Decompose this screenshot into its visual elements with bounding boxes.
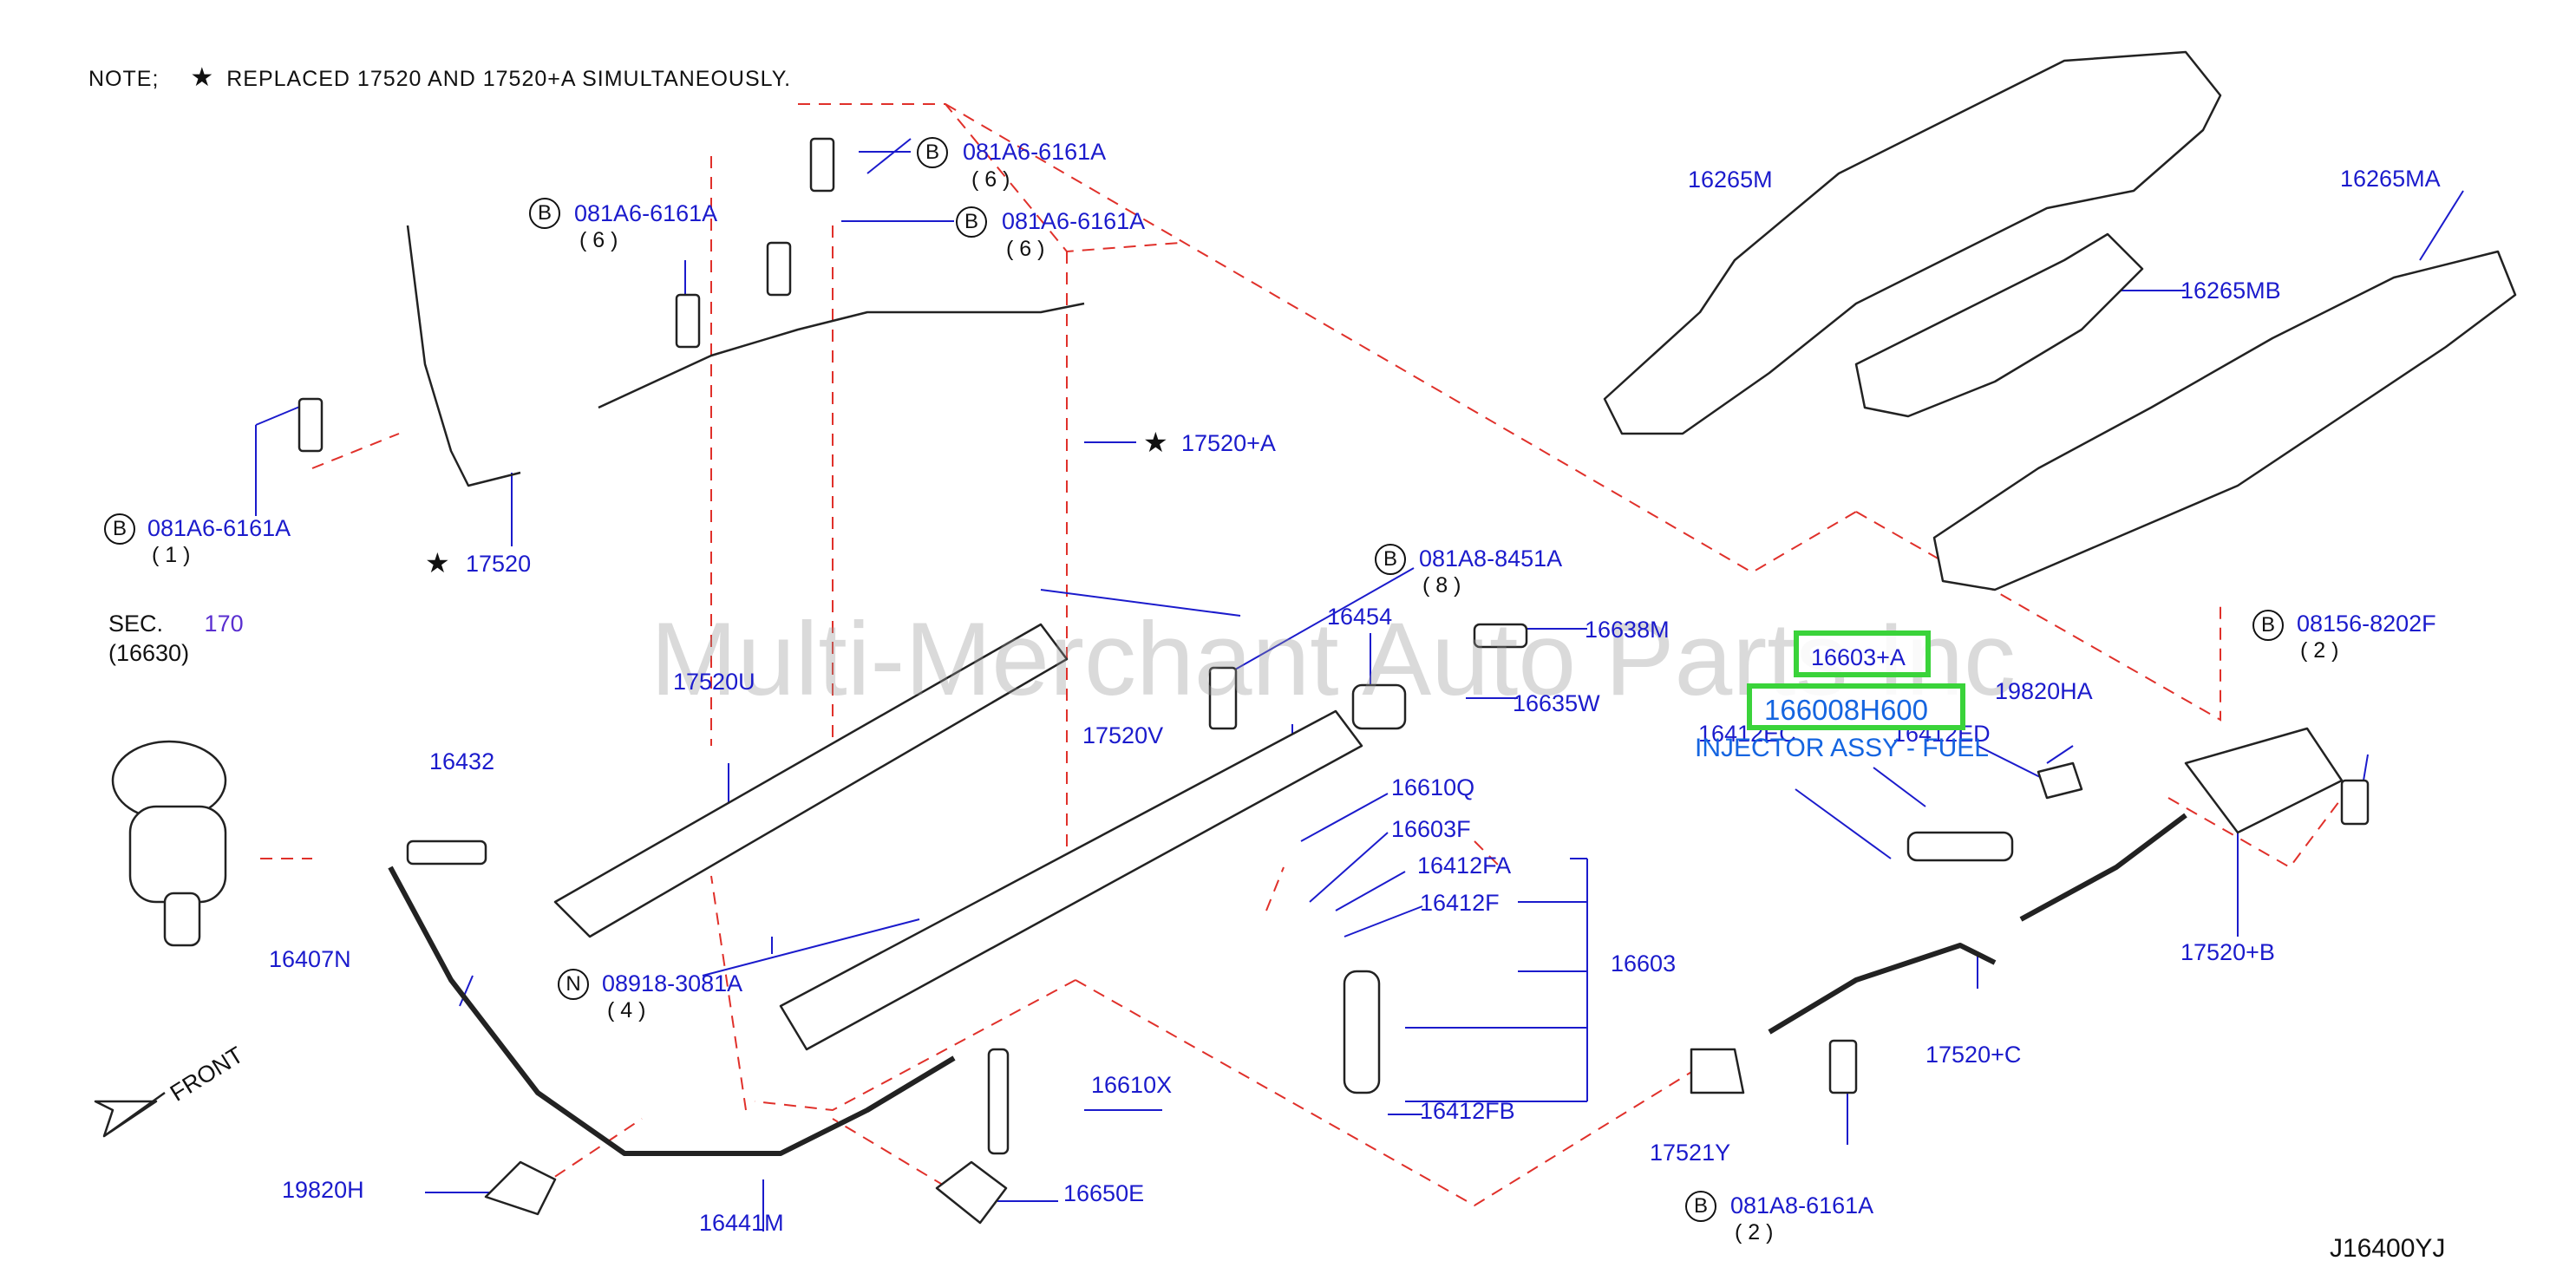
callout-part-b-middle[interactable]: 081A8-8451A <box>1419 546 1563 572</box>
bolt-16432 <box>406 839 487 866</box>
fuel-tube-17520b <box>2019 813 2187 922</box>
sensor-16638m <box>1473 623 1528 649</box>
callout-badge-b-right: B <box>2252 610 2284 641</box>
callout-part-b-bottom[interactable]: 081A8-6161A <box>1730 1192 1874 1218</box>
callout-part-b-top-center[interactable]: 081A6-6161A <box>963 139 1107 165</box>
fuel-hose-16441m <box>388 866 956 1156</box>
seal-16454 <box>1351 683 1407 730</box>
fuel-injector-166008h600 <box>1906 831 2014 862</box>
part-label-17520u[interactable]: 17520U <box>673 669 755 695</box>
bolt-081a6-top-left <box>675 293 701 349</box>
highlight-part-name: INJECTOR ASSY - FUEL <box>1695 734 1989 762</box>
clamp-19820h <box>484 1160 557 1216</box>
part-label-16638m[interactable]: 16638M <box>1585 617 1670 643</box>
diagram-code: J16400YJ <box>2330 1234 2446 1263</box>
part-label-17520[interactable]: 17520 <box>466 551 532 577</box>
part-label-19820h[interactable]: 19820H <box>282 1177 364 1203</box>
callout-part-b-right[interactable]: 08156-8202F <box>2297 611 2436 637</box>
callout-badge-n-left: N <box>558 969 589 1000</box>
callout-badge-b-top-right: B <box>956 206 987 238</box>
part-label-16265mb[interactable]: 16265MB <box>2180 278 2281 304</box>
callout-part-b-left[interactable]: 081A6-6161A <box>147 515 291 541</box>
part-label-17521y[interactable]: 17521Y <box>1650 1140 1731 1166</box>
engine-cover-16265m <box>1603 50 2222 435</box>
fuel-rail-17520u <box>553 623 1069 938</box>
callout-qty-b-middle: ( 8 ) <box>1422 573 1461 598</box>
callout-badge-b-middle: B <box>1375 544 1406 575</box>
section-ref-sub: (16630) <box>108 640 190 666</box>
callout-qty-b-top-center: ( 6 ) <box>971 167 1010 192</box>
part-label-17520b[interactable]: 17520+B <box>2180 939 2275 965</box>
highlight-label-16603a: 16603+A <box>1811 644 1906 670</box>
section-ref-number[interactable]: 170 <box>204 611 244 637</box>
highlight-box-16603a[interactable]: 16603+A <box>1794 630 1931 677</box>
callout-qty-b-right: ( 2 ) <box>2300 638 2339 663</box>
part-label-19820ha[interactable]: 19820HA <box>1995 678 2093 704</box>
callout-qty-n-left: ( 4 ) <box>607 998 646 1022</box>
callout-qty-b-left: ( 1 ) <box>152 543 191 567</box>
callout-qty-b-bottom: ( 2 ) <box>1735 1220 1774 1245</box>
callout-part-n-left[interactable]: 08918-3081A <box>602 970 743 996</box>
highlight-part-number: 166008H600 <box>1764 694 1929 726</box>
bolt-081a8-8451a <box>1208 666 1238 730</box>
part-label-17520a[interactable]: 17520+A <box>1181 430 1276 456</box>
note-text: REPLACED 17520 AND 17520+A SIMULTANEOUSL… <box>226 67 792 91</box>
fuel-rail-17520v <box>779 709 1363 1051</box>
fuel-tube-17520a <box>598 302 1085 409</box>
fuel-injector-16603 <box>1343 970 1381 1094</box>
callout-part-b-top-right[interactable]: 081A6-6161A <box>1002 208 1146 234</box>
dashed-guide-lines <box>260 103 2343 1207</box>
star-icon: ★ <box>190 63 215 92</box>
part-label-16610x[interactable]: 16610X <box>1091 1072 1173 1098</box>
note-prefix: NOTE; <box>88 67 160 91</box>
part-label-16412fa[interactable]: 16412FA <box>1417 853 1512 879</box>
star-icon: ★ <box>1143 427 1168 458</box>
part-label-16265m[interactable]: 16265M <box>1688 167 1773 193</box>
part-label-16265ma[interactable]: 16265MA <box>2340 166 2441 192</box>
engine-cover-16265mb <box>1854 232 2144 418</box>
callout-badge-b-bottom: B <box>1685 1191 1716 1222</box>
engine-cover-16265ma <box>1932 250 2517 591</box>
part-label-16412fb[interactable]: 16412FB <box>1420 1098 1515 1124</box>
fuel-tube-17520 <box>406 225 521 487</box>
bolt-081a6-top-right <box>766 241 792 297</box>
star-icon: ★ <box>425 547 450 578</box>
pin-16610x <box>987 1048 1010 1155</box>
part-label-16603[interactable]: 16603 <box>1611 951 1677 977</box>
part-label-17520v[interactable]: 17520V <box>1082 722 1164 748</box>
bolt-081a8-6161a <box>1828 1039 1858 1094</box>
callout-qty-b-top-left: ( 6 ) <box>579 228 618 252</box>
fuel-pump-base <box>128 805 227 904</box>
part-label-17520c[interactable]: 17520+C <box>1925 1042 2022 1068</box>
bolt-081a6-top-center <box>809 137 835 193</box>
callout-badge-b-top-left: B <box>529 198 560 229</box>
fuel-pump-inlet <box>163 892 201 947</box>
part-label-16441m[interactable]: 16441M <box>699 1210 784 1236</box>
note-line: NOTE; ★ REPLACED 17520 AND 17520+A SIMUL… <box>88 65 791 91</box>
fuel-tube-17520c <box>1768 943 1997 1035</box>
section-ref-label: SEC. <box>108 611 164 637</box>
bolt-081a6-left <box>297 397 324 453</box>
clamp-16650e <box>935 1160 1008 1225</box>
callout-badge-b-left: B <box>104 513 135 545</box>
highlight-box-injector[interactable]: 166008H600 <box>1747 683 1965 730</box>
part-label-16603f[interactable]: 16603F <box>1391 816 1471 842</box>
part-label-16650e[interactable]: 16650E <box>1063 1180 1145 1206</box>
part-label-16635w[interactable]: 16635W <box>1513 690 1600 716</box>
part-label-16412f[interactable]: 16412F <box>1420 890 1500 916</box>
part-label-16407n[interactable]: 16407N <box>269 946 351 972</box>
clamp-17521y <box>1690 1048 1745 1094</box>
part-drawings <box>94 50 2517 1225</box>
callout-badge-b-top-center: B <box>917 137 948 168</box>
bolt-08156-8202f <box>2340 779 2370 826</box>
callout-part-b-top-left[interactable]: 081A6-6161A <box>574 200 718 226</box>
clamp-19820ha <box>2037 761 2083 800</box>
section-ref: SEC. 170 <box>108 612 244 636</box>
callout-qty-b-top-right: ( 6 ) <box>1006 237 1045 261</box>
part-label-16432[interactable]: 16432 <box>429 748 495 774</box>
part-label-16610q[interactable]: 16610Q <box>1391 774 1475 800</box>
part-label-16454[interactable]: 16454 <box>1327 604 1393 630</box>
fuel-rail-17520b <box>2184 727 2344 834</box>
